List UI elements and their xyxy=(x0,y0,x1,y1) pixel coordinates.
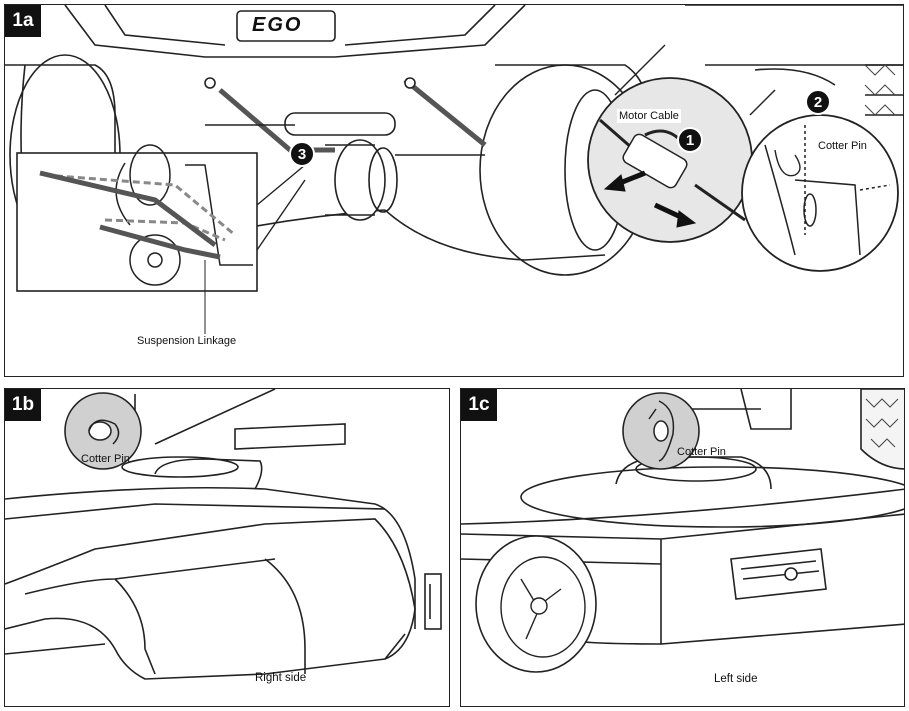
panel-1a: 1a xyxy=(4,4,904,377)
panel-tag-1b: 1b xyxy=(5,389,41,421)
right-side-illustration xyxy=(5,389,442,680)
right-side-caption: Right side xyxy=(255,672,307,684)
left-side-illustration xyxy=(461,389,904,673)
mower-underside-illustration xyxy=(5,5,903,335)
cotter-pin-label-1b: Cotter Pin xyxy=(81,453,130,465)
panel-1b: 1b Cot xyxy=(4,388,450,707)
motor-cable-label: Motor Cable xyxy=(617,109,681,123)
suspension-linkage-label: Suspension Linkage xyxy=(135,334,239,348)
cotter-pin-label: Cotter Pin xyxy=(818,140,867,152)
panel-1c: 1c xyxy=(460,388,905,707)
cotter-pin-label-1c: Cotter Pin xyxy=(677,446,726,458)
ego-logo: EGO xyxy=(252,14,303,36)
step-1-marker: 1 xyxy=(677,127,703,153)
step-3-marker: 3 xyxy=(289,141,315,167)
left-side-caption: Left side xyxy=(714,673,758,685)
panel-tag-1c: 1c xyxy=(461,389,497,421)
step-2-marker: 2 xyxy=(805,89,831,115)
panel-tag-1a: 1a xyxy=(5,5,41,37)
